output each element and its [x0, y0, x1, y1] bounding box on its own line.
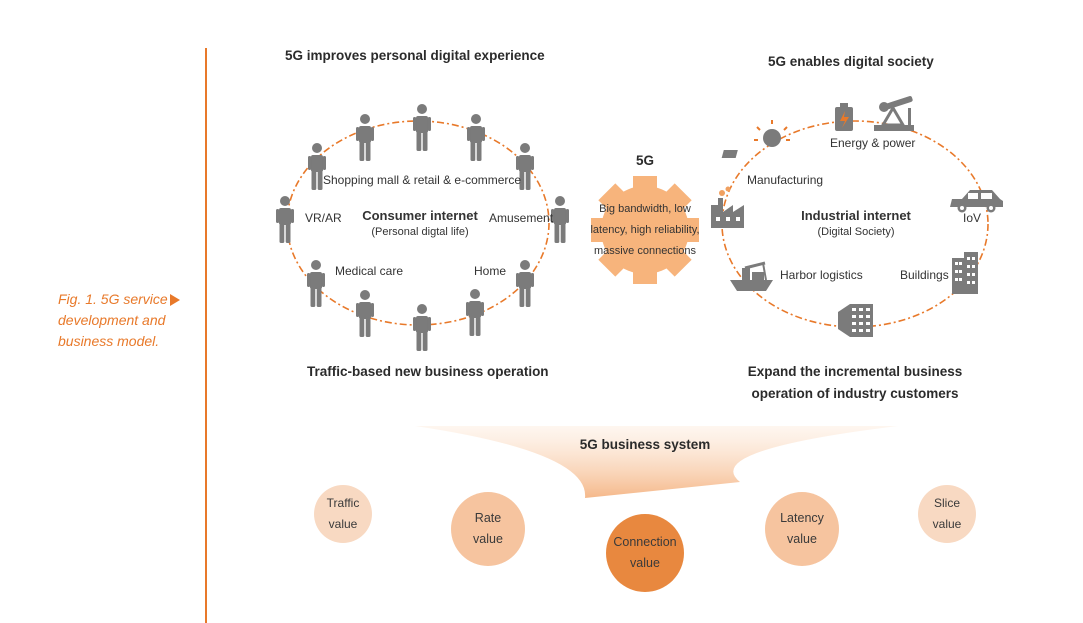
harbor-ship-icon	[730, 261, 773, 291]
gear-icon	[591, 176, 699, 284]
business-system-title: 5G business system	[579, 437, 711, 452]
label-energy-power: Energy & power	[830, 136, 916, 150]
car-icon	[950, 190, 1003, 213]
factory-icon	[711, 186, 744, 228]
battery-icon	[835, 103, 853, 131]
label-manufacturing: Manufacturing	[747, 173, 824, 187]
traffic-value-circle	[314, 485, 372, 543]
industrial-ring	[721, 120, 989, 328]
left-footer: Traffic-based new business operation	[307, 364, 549, 379]
industrial-internet-title: Industrial internet	[801, 208, 911, 223]
label-iov: IoV	[963, 211, 982, 225]
consumer-internet-subtitle: (Personal digtal life)	[371, 226, 469, 238]
gear-line-2: latency, high reliability,	[590, 224, 700, 236]
right-footer-line-2: operation of industry customers	[751, 386, 959, 401]
label-amusement: Amusement	[489, 211, 554, 225]
label-vrar: VR/AR	[305, 211, 342, 225]
oil-pump-icon	[874, 96, 914, 131]
label-medical-care: Medical care	[335, 264, 404, 278]
label-harbor-logistics: Harbor logistics	[780, 268, 863, 282]
sun-icon	[721, 120, 790, 158]
rate-value-circle	[451, 492, 525, 566]
vertical-divider	[205, 48, 207, 623]
right-heading: 5G enables digital society	[768, 54, 934, 69]
gear-title: 5G	[635, 153, 654, 168]
label-home: Home	[474, 264, 507, 278]
gear-line-3: massive connections	[593, 245, 697, 257]
left-heading: 5G improves personal digital experience	[285, 48, 545, 63]
business-funnel	[415, 426, 898, 498]
consumer-internet-title: Consumer internet	[362, 208, 478, 223]
label-buildings: Buildings	[900, 268, 949, 282]
gear-line-1: Big bandwidth, low	[599, 203, 691, 215]
buildings-icon	[952, 252, 978, 294]
label-shopping: Shopping mall & retail & e-commerce	[323, 173, 522, 187]
figure-caption: Fig. 1. 5G service development and busin…	[58, 291, 168, 349]
right-footer-line-1: Expand the incremental business	[747, 364, 963, 379]
slice-value-circle	[918, 485, 976, 543]
latency-value-circle	[765, 492, 839, 566]
caption-arrow-icon	[170, 294, 180, 306]
connection-value-circle	[606, 514, 684, 592]
office-building-icon	[838, 304, 873, 337]
industrial-internet-subtitle: (Digital Society)	[817, 226, 895, 238]
